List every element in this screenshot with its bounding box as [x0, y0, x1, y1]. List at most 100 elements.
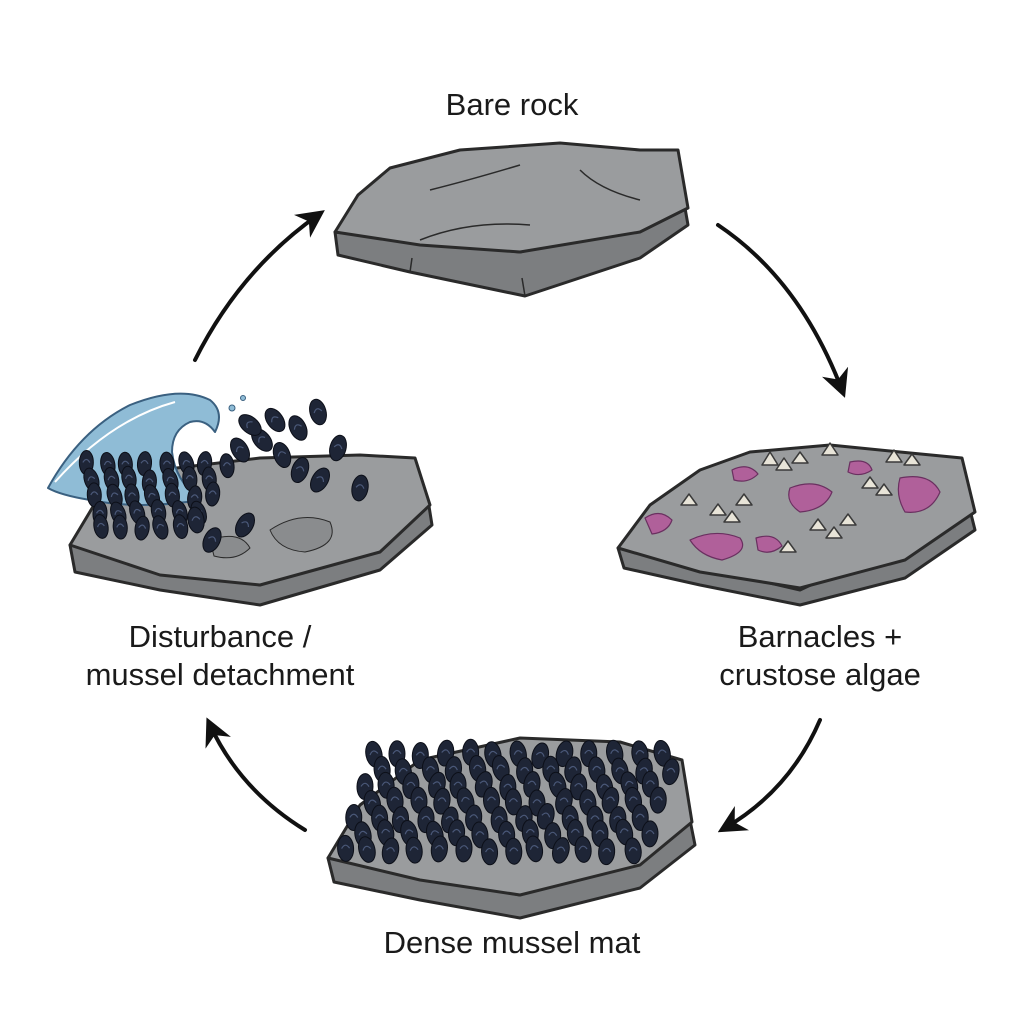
mussel-shell — [264, 407, 286, 433]
mussel-highlight — [375, 814, 385, 819]
mussel-shell — [112, 514, 128, 540]
mussel-highlight — [90, 491, 99, 496]
mussel-highlight — [316, 476, 325, 483]
mussel-highlight — [409, 846, 419, 851]
mussel-highlight — [645, 780, 655, 785]
mussel-highlight — [355, 484, 365, 489]
mussel-highlight — [532, 799, 542, 804]
disturbance-text-line1: Disturbance / — [128, 619, 312, 654]
mussel-highlight — [461, 796, 470, 802]
mussel-highlight — [475, 831, 485, 836]
mussel-highlight — [404, 829, 414, 835]
mussel-highlight — [398, 767, 408, 773]
mussel-highlight — [496, 764, 506, 770]
mussel-highlight — [430, 830, 440, 836]
mussel-highlight — [592, 765, 602, 771]
mussel-shell — [552, 837, 570, 864]
mussel-highlight — [602, 847, 612, 853]
mussel-shell — [662, 758, 680, 786]
mussel-highlight — [513, 750, 523, 755]
mussel-highlight — [434, 845, 444, 850]
mussel-highlight — [369, 750, 379, 756]
mussel-highlight — [574, 782, 584, 788]
mussel-highlight — [437, 797, 447, 803]
mussel-shell — [337, 834, 355, 862]
mussel-highlight — [448, 765, 458, 771]
mussel-highlight — [185, 475, 194, 480]
mussel-highlight — [200, 459, 209, 465]
mussel-highlight — [426, 766, 435, 771]
mussel-shell — [433, 787, 451, 815]
mussel-highlight — [87, 476, 96, 481]
mussel-highlight — [246, 421, 253, 429]
stage-label-bare-rock: Bare rock — [412, 86, 612, 124]
mussel-highlight — [615, 767, 625, 772]
mussel-highlight — [124, 474, 133, 480]
mussel-highlight — [635, 813, 645, 818]
mussel-highlight — [584, 749, 594, 755]
mussel-highlight — [503, 783, 513, 788]
mussel-highlight — [570, 828, 580, 834]
mussel-highlight — [548, 831, 558, 837]
mussel-highlight — [519, 814, 529, 820]
mussel-shell — [598, 838, 616, 866]
mussel-shell — [358, 836, 376, 863]
mussel-highlight — [473, 764, 483, 770]
mussel-shell — [574, 835, 592, 863]
mussel-highlight — [556, 846, 566, 852]
mussel-highlight — [205, 475, 214, 480]
mussel-highlight — [145, 478, 154, 483]
mussel-highlight — [452, 828, 462, 834]
mussel-highlight — [657, 749, 667, 755]
mussel-highlight — [619, 828, 629, 834]
mussel-highlight — [600, 783, 610, 789]
mussel-highlight — [127, 492, 136, 497]
mussel-highlight — [628, 847, 638, 852]
mussel-highlight — [168, 491, 177, 496]
mussel-highlight — [541, 812, 551, 818]
mussel-highlight — [441, 749, 451, 754]
mussel-shell — [288, 415, 308, 441]
mussel-shell — [351, 474, 369, 502]
mussel-highlight — [578, 845, 588, 851]
mussel-shell — [601, 786, 620, 814]
mussel-shell — [310, 467, 330, 493]
mussel-highlight — [367, 799, 377, 805]
mussel-highlight — [222, 462, 231, 467]
cycle-arrows — [193, 210, 849, 833]
mussel-highlight — [313, 408, 323, 414]
arrow-barnacles-to-mat — [717, 718, 822, 833]
mussel-shell — [202, 527, 222, 553]
mussel-highlight — [208, 490, 217, 495]
mussel-highlight — [509, 847, 519, 852]
arrow-mat-to-disturbance — [205, 717, 307, 832]
mussel-highlight — [156, 523, 165, 529]
mussel-shell — [405, 836, 423, 864]
mussel-shell — [481, 838, 499, 866]
mussel-shell — [238, 414, 262, 436]
mussel-shell — [505, 837, 523, 865]
mussel-highlight — [271, 416, 279, 423]
mussel-cluster — [337, 738, 680, 866]
mussel-highlight — [610, 749, 620, 755]
mussel-highlight — [560, 749, 569, 755]
mussel-highlight — [502, 830, 512, 835]
mussel-highlight — [469, 814, 479, 819]
barnacles-text-line2: crustose algae — [719, 657, 921, 692]
mussel-highlight — [583, 798, 593, 804]
mussel-shell — [187, 506, 205, 534]
mussel-highlight — [392, 749, 402, 755]
mussel-highlight — [535, 751, 545, 757]
mussel-highlight — [432, 781, 442, 787]
mussel-highlight — [406, 781, 416, 787]
mussel-highlight — [590, 815, 600, 820]
mussel-highlight — [453, 781, 463, 786]
bare-rock-icon — [333, 141, 690, 298]
mussel-shell — [649, 786, 667, 814]
mussel-highlight — [415, 751, 425, 757]
mussel-highlight — [645, 829, 655, 835]
mussel-highlight — [182, 459, 191, 465]
mussel-highlight — [277, 451, 287, 457]
mussel-highlight — [628, 796, 638, 802]
mussel-highlight — [162, 460, 171, 465]
